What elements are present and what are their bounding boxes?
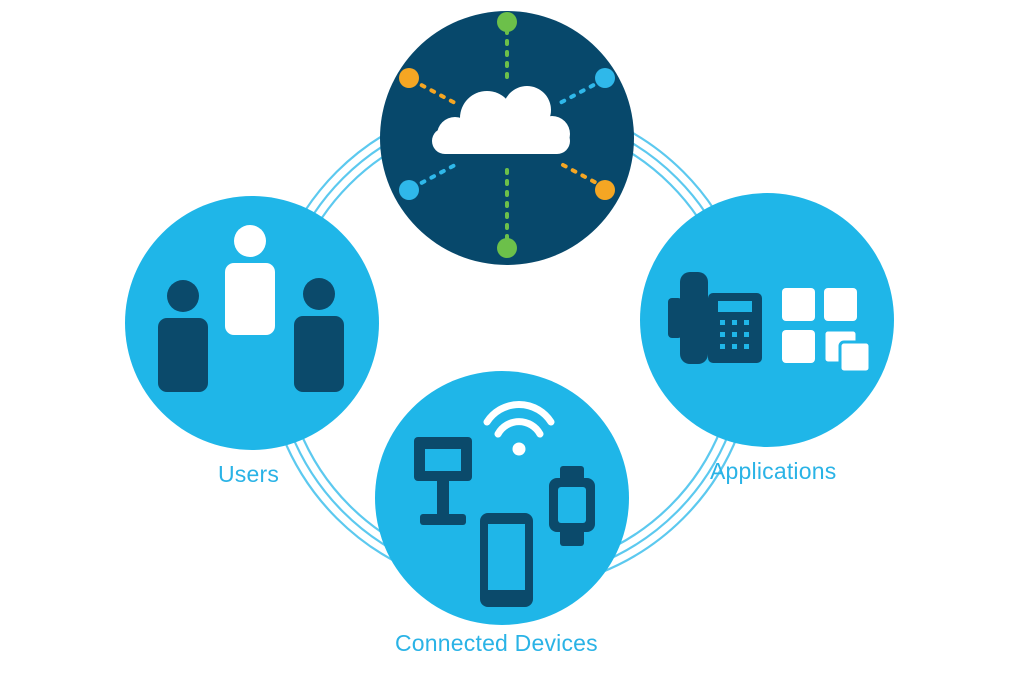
person-icon	[158, 280, 208, 392]
kiosk-icon	[414, 437, 472, 525]
green-node-dot	[497, 12, 517, 32]
connected-devices-label: Connected Devices	[395, 630, 598, 656]
desk-phone-icon	[668, 272, 762, 364]
applications-label: Applications	[710, 458, 837, 484]
applications-circle	[640, 193, 894, 447]
person-icon	[294, 278, 344, 392]
connected-devices-node	[375, 371, 629, 625]
wifi-icon	[483, 401, 555, 456]
cloud-node	[380, 11, 634, 265]
users-node	[125, 196, 379, 450]
blue-node-dot	[595, 68, 615, 88]
smartwatch-icon	[549, 466, 595, 546]
orange-node-dot	[595, 180, 615, 200]
green-node-dot	[497, 238, 517, 258]
cloud-icon	[432, 86, 570, 154]
cloud-spokes	[410, 28, 605, 242]
blue-node-dot	[399, 180, 419, 200]
person-icon	[225, 225, 275, 335]
apps-grid-icon	[782, 288, 872, 374]
orange-node-dot	[399, 68, 419, 88]
devices-circle	[375, 371, 629, 625]
smartphone-icon	[480, 513, 533, 607]
applications-node	[640, 193, 894, 447]
users-label: Users	[218, 461, 280, 487]
